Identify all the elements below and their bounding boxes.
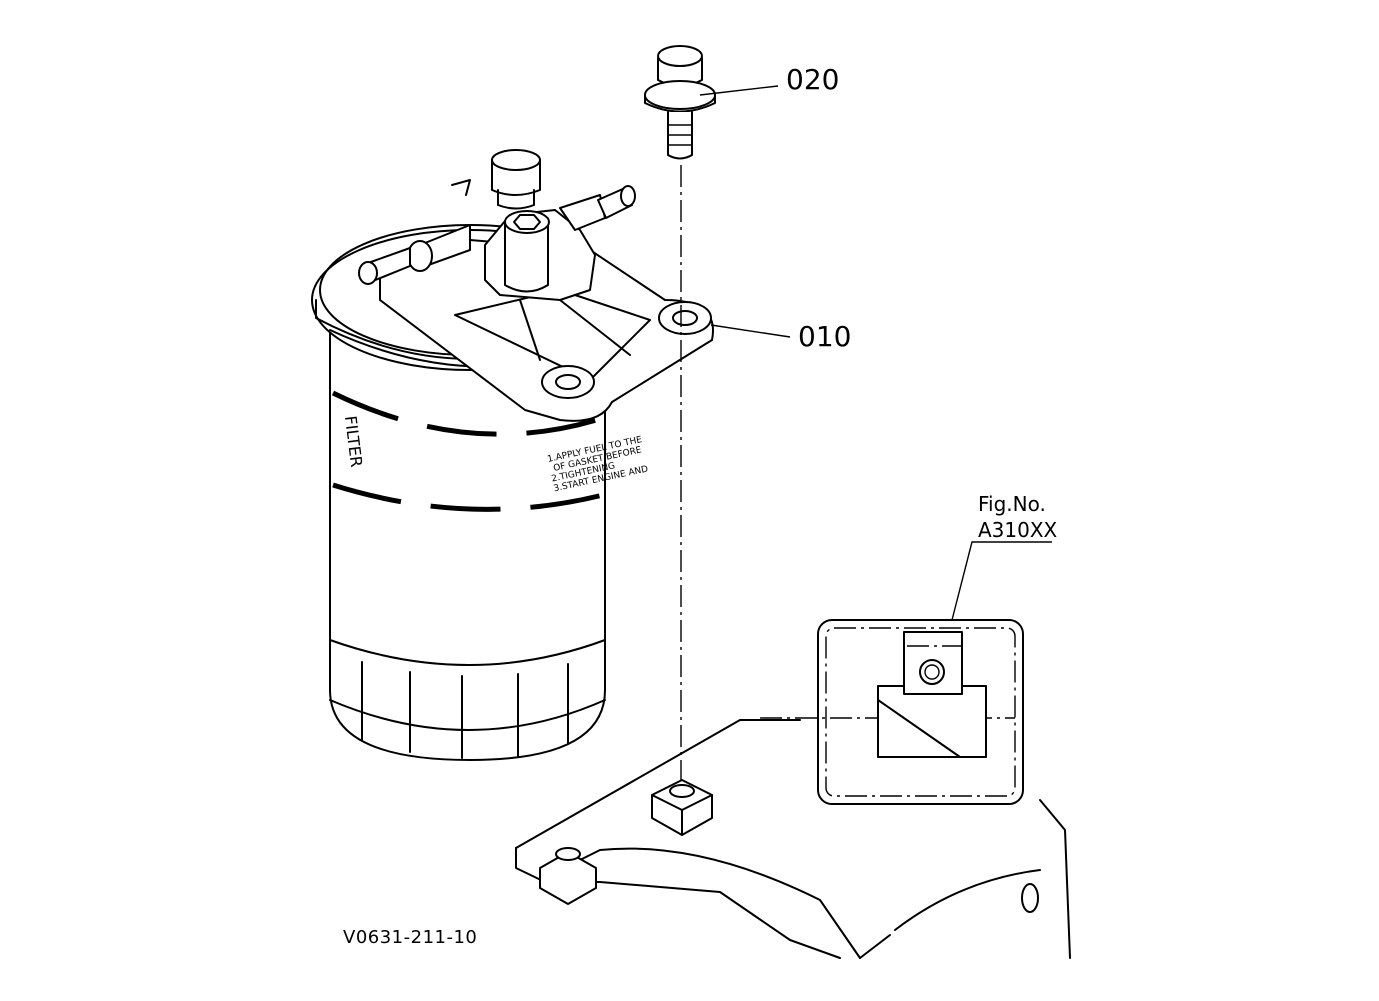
detail-view [760,619,1024,805]
weld-nut [651,779,713,836]
callout-020: 020 [786,63,840,96]
leader-fig-ref [951,541,1052,621]
mounting-frame [515,719,1071,959]
callout-010: 010 [798,320,852,353]
filter-bracket-010 [358,149,714,422]
leader-020 [699,85,779,96]
figure-ref-label: Fig.No. [978,492,1046,516]
bolt-020 [644,45,716,160]
figure-ref-number: A310XX [978,518,1058,542]
leader-010 [710,324,791,338]
drawing-code: V0631-211-10 [343,927,478,948]
